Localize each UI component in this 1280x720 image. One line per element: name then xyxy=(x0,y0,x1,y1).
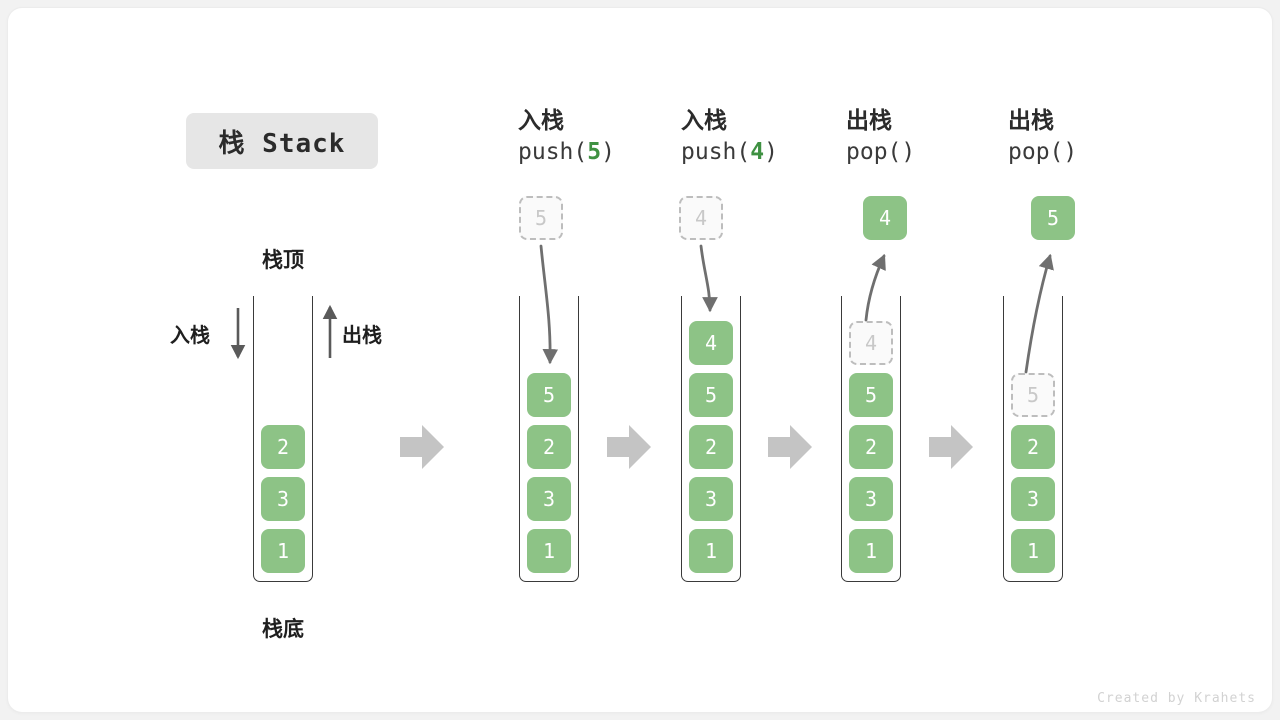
floating-cell-popped: 5 xyxy=(1031,196,1075,240)
push-suffix: ) xyxy=(764,139,778,165)
stack-tube-push-5 xyxy=(519,296,579,582)
stage-heading-pop-5: 出栈 pop() xyxy=(1008,105,1208,169)
stack-tube-push-4 xyxy=(681,296,741,582)
stage-heading-push-5: 入栈 push(5) xyxy=(518,105,718,169)
title-badge: 栈 Stack xyxy=(186,113,378,169)
floating-cell-ghost: 5 xyxy=(519,196,563,240)
push-side-label: 入栈 xyxy=(170,325,210,347)
stack-cell: 3 xyxy=(849,477,893,521)
stage-heading-push-4: 入栈 push(4) xyxy=(681,105,881,169)
stack-cell: 1 xyxy=(1011,529,1055,573)
stack-cell-ghost: 4 xyxy=(849,321,893,365)
stack-cell: 3 xyxy=(1011,477,1055,521)
stack-cell: 1 xyxy=(527,529,571,573)
push-argument: 4 xyxy=(750,139,765,165)
stack-cell: 1 xyxy=(261,529,305,573)
stack-cell: 5 xyxy=(849,373,893,417)
stack-tube-pop-4 xyxy=(841,296,901,582)
footer-credit: Created by Krahets xyxy=(1097,691,1256,706)
stack-cell: 2 xyxy=(849,425,893,469)
floating-cell-ghost: 4 xyxy=(679,196,723,240)
stack-cell: 3 xyxy=(261,477,305,521)
stack-cell: 2 xyxy=(1011,425,1055,469)
stack-cell: 2 xyxy=(689,425,733,469)
stack-cell: 2 xyxy=(527,425,571,469)
push-suffix: ) xyxy=(601,139,615,165)
stack-cell: 5 xyxy=(527,373,571,417)
stack-tube-initial xyxy=(253,296,313,582)
stack-cell-ghost: 5 xyxy=(1011,373,1055,417)
push-argument: 5 xyxy=(587,139,602,165)
floating-cell-popped: 4 xyxy=(863,196,907,240)
push-prefix: push( xyxy=(681,139,751,165)
stage-heading-line2: push(4) xyxy=(681,135,881,169)
stack-cell: 3 xyxy=(527,477,571,521)
stack-bottom-label: 栈底 xyxy=(262,618,304,641)
stack-cell: 5 xyxy=(689,373,733,417)
stack-cell: 2 xyxy=(261,425,305,469)
title-badge-label: 栈 Stack xyxy=(218,128,346,159)
pop-side-label: 出栈 xyxy=(342,325,382,347)
stage-heading-line1: 入栈 xyxy=(681,107,727,133)
pop-prefix: pop( xyxy=(1008,139,1064,165)
stage-heading-line1: 出栈 xyxy=(846,107,892,133)
stage-heading-pop-4: 出栈 pop() xyxy=(846,105,1046,169)
stage-heading-line2: pop() xyxy=(846,135,1046,169)
stage-heading-line1: 出栈 xyxy=(1008,107,1054,133)
pop-prefix: pop( xyxy=(846,139,902,165)
stack-cell: 1 xyxy=(849,529,893,573)
pop-suffix: ) xyxy=(901,139,916,165)
pop-suffix: ) xyxy=(1063,139,1078,165)
stack-tube-pop-5 xyxy=(1003,296,1063,582)
stage-heading-line2: push(5) xyxy=(518,135,718,169)
stage-heading-line2: pop() xyxy=(1008,135,1208,169)
stack-cell: 3 xyxy=(689,477,733,521)
stack-cell: 1 xyxy=(689,529,733,573)
stack-cell: 4 xyxy=(689,321,733,365)
stage-heading-line1: 入栈 xyxy=(518,107,564,133)
push-prefix: push( xyxy=(518,139,588,165)
stack-top-label: 栈顶 xyxy=(262,249,304,272)
